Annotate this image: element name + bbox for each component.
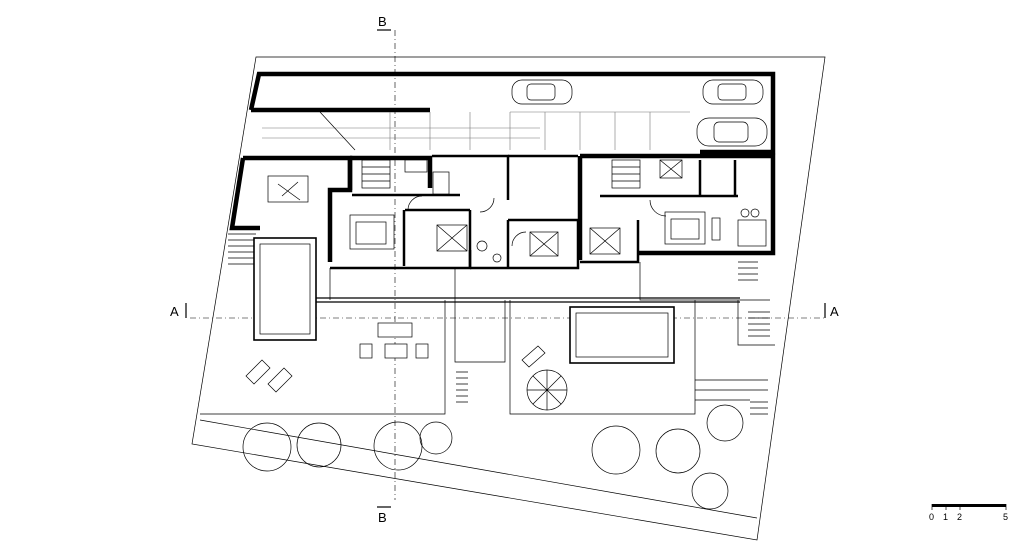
- scale-tick-2: 2: [957, 512, 962, 522]
- house-left: [229, 154, 510, 270]
- scale-tick-5: 5: [1003, 512, 1008, 522]
- sun-loungers-right: [521, 345, 546, 368]
- stairs-center: [456, 371, 468, 403]
- umbrella: [526, 369, 568, 411]
- stairs-left: [228, 233, 256, 265]
- section-mark-a-left: A: [170, 303, 187, 319]
- section-mark-b-top: B: [377, 14, 391, 31]
- pool-right: [569, 306, 675, 364]
- section-mark-b-bottom: B: [377, 506, 391, 525]
- lounge-seating: [359, 322, 429, 359]
- stairs-right: [738, 261, 770, 415]
- car-2: [702, 79, 764, 105]
- section-mark-a-right: A: [824, 303, 839, 319]
- trees: [242, 404, 744, 510]
- section-label-b-top: B: [378, 14, 387, 29]
- house-center: [470, 154, 580, 270]
- house-right: [577, 153, 776, 264]
- scale-tick-0: 0: [929, 512, 934, 522]
- sun-loungers-left: [245, 359, 293, 393]
- section-label-a-left: A: [170, 304, 179, 319]
- section-label-a-right: A: [830, 304, 839, 319]
- pool-left: [253, 237, 317, 341]
- section-label-b-bottom: B: [378, 510, 387, 525]
- site-boundary: [191, 56, 826, 541]
- car-3: [696, 117, 768, 147]
- car-1: [511, 79, 573, 105]
- scale-bar: 0 1 2 5: [929, 504, 1008, 522]
- scale-tick-1: 1: [943, 512, 948, 522]
- garage: [248, 71, 776, 155]
- terrace: [200, 262, 775, 415]
